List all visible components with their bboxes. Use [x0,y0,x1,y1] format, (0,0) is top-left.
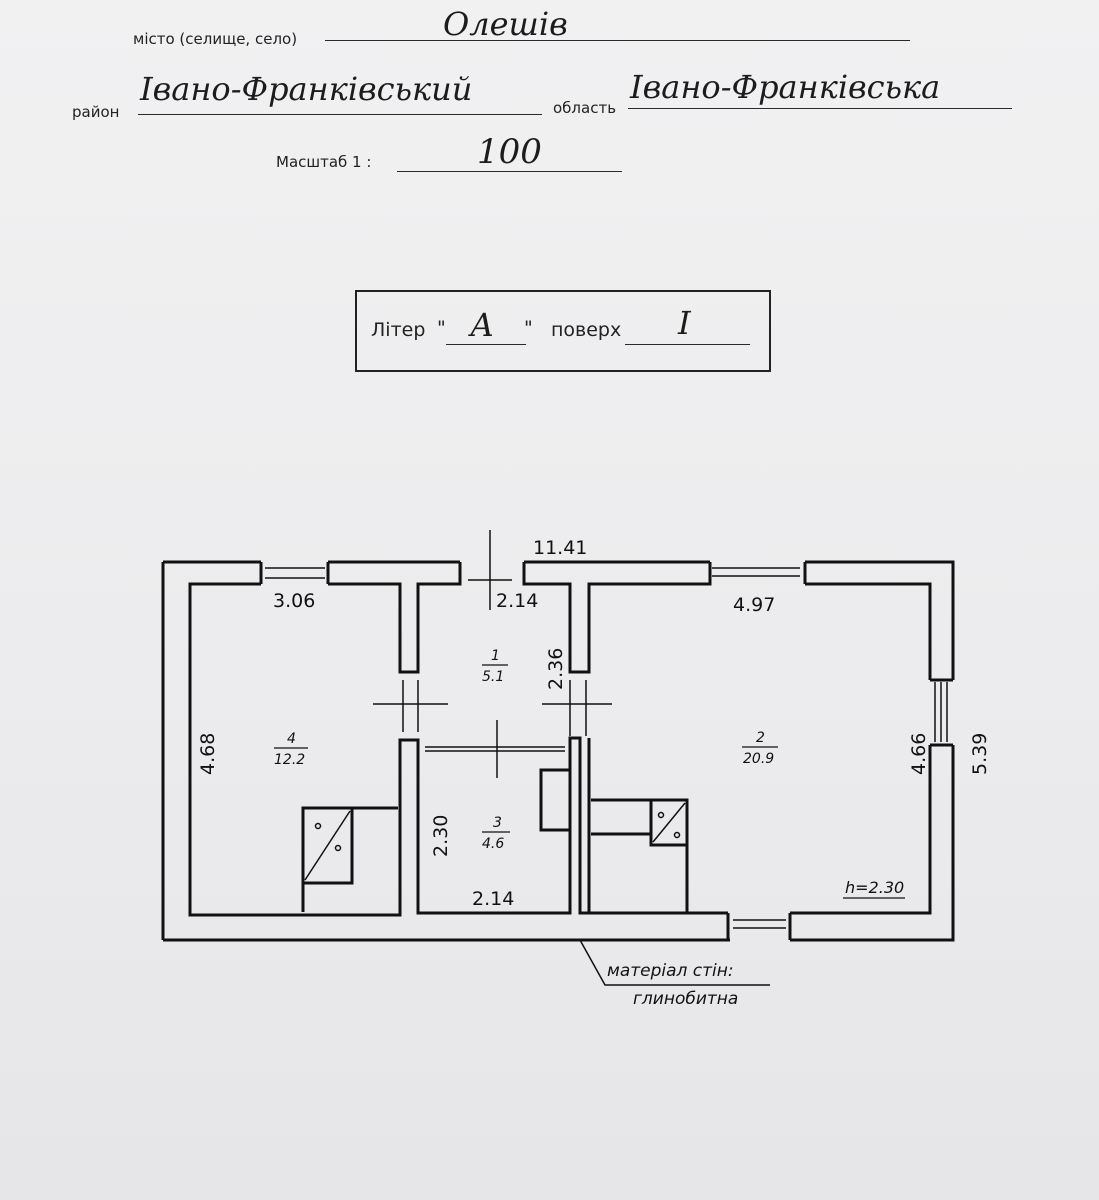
room-label-2: 2 20.9 [742,730,778,767]
room-area: 12.2 [274,752,305,768]
room-area: 5.1 [482,669,504,685]
floor-underline [625,344,750,345]
room-number: 3 [493,815,502,831]
room-label-3: 3 4.6 [482,815,510,852]
liter-value: А [470,306,495,344]
city-underline [325,40,910,41]
district-value: Івано-Франківський [140,70,473,108]
district-label: район [72,103,120,121]
room4-inner-wall [188,582,932,917]
room-label-1: 1 5.1 [482,648,508,685]
room-area: 4.6 [482,836,504,852]
dim-corridor-depth: 2.36 [545,648,567,690]
liter-label: Літер [371,319,426,341]
liter-quote-close: " [524,317,533,339]
dim-overall-depth: 5.39 [969,733,991,775]
outer-wall-outer [163,560,955,942]
room-label-4: 4 12.2 [274,731,308,768]
material-value: глинобитна [633,989,738,1009]
room-area: 20.9 [743,751,774,767]
scale-value: 100 [477,132,542,172]
dim-room2-depth: 4.66 [908,733,930,775]
city-value: Олешів [443,5,568,43]
ceiling-height: h=2.30 [845,878,904,897]
dim-room4-depth: 4.68 [197,733,219,775]
material-label: матеріал стін: [607,961,734,981]
region-label: область [553,99,617,117]
liter-quote-open: " [437,317,446,339]
plan-walls [161,560,955,942]
district-underline [138,114,542,115]
dim-room2-width: 4.97 [733,594,775,616]
litera-box [355,290,771,372]
scale-underline [397,171,622,172]
dim-room4-width: 3.06 [273,590,315,612]
region-value: Івано-Франківська [630,68,941,106]
dim-pantry-width: 2.14 [472,888,514,910]
city-label: місто (селище, село) [133,30,298,48]
liter-underline [446,344,526,345]
dim-total-length: 11.41 [533,537,587,559]
room-number: 2 [756,730,765,746]
floor-label: поверх [551,319,622,341]
dim-corridor-width: 2.14 [496,590,538,612]
plan-thin-lines [265,530,948,986]
region-underline [628,108,1012,109]
room-number: 4 [287,731,296,747]
dim-pantry-depth: 2.30 [430,815,452,857]
room-number: 1 [491,648,500,664]
scale-label: Масштаб 1 : [276,153,372,171]
floor-value: І [678,304,691,342]
